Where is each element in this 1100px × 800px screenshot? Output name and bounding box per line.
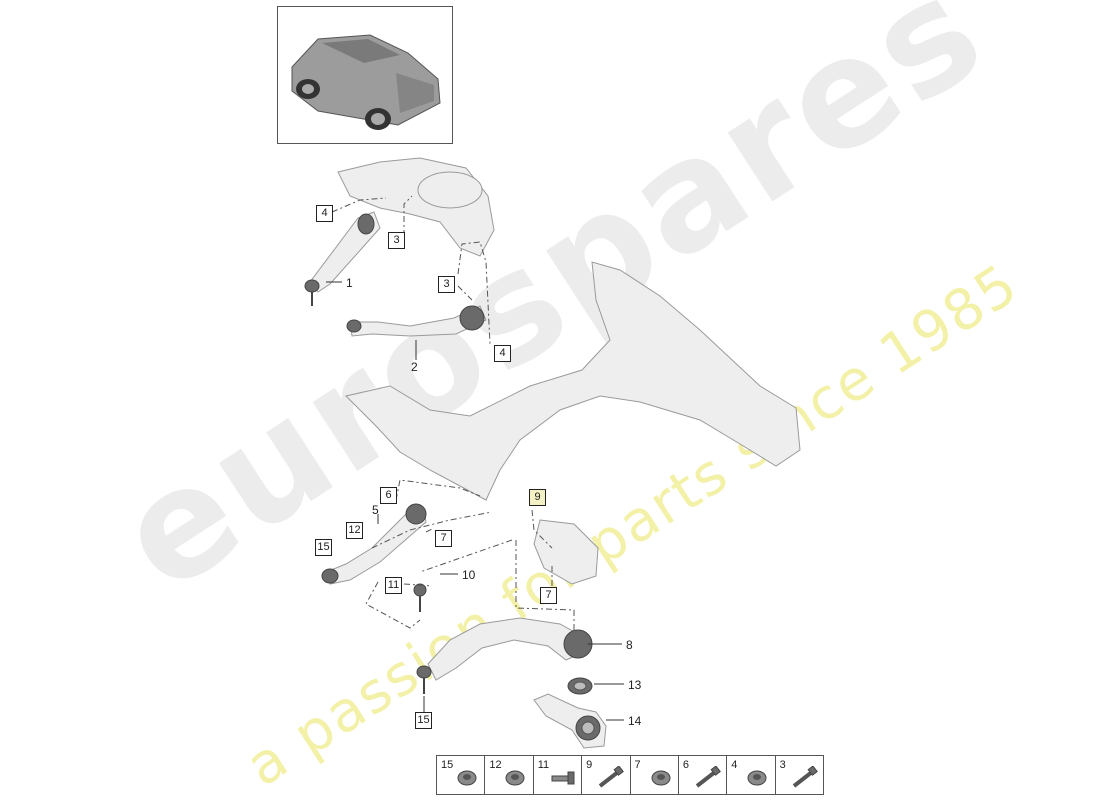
legend-cell: 7 <box>631 756 679 794</box>
legend-number: 6 <box>682 759 689 771</box>
nut-icon <box>505 770 525 786</box>
ref-box-7: 7 <box>435 530 452 547</box>
legend-number: 12 <box>489 759 502 771</box>
legend-number: 7 <box>634 759 641 771</box>
bolt-icon <box>598 766 625 788</box>
legend-cell: 9 <box>582 756 631 794</box>
subframe <box>345 261 801 501</box>
callout-14: 14 <box>628 714 642 728</box>
ref-box-4: 4 <box>316 205 333 222</box>
legend-cell: 11 <box>534 756 583 794</box>
ref-box-11: 11 <box>385 577 402 594</box>
legend-number: 9 <box>586 759 593 771</box>
callout-13: 13 <box>628 678 642 692</box>
callout-1: 1 <box>346 276 353 290</box>
vehicle-thumbnail <box>277 6 453 144</box>
nut-icon <box>651 770 670 786</box>
callout-8: 8 <box>626 638 633 652</box>
ref-box-6: 6 <box>380 487 397 504</box>
bolt-icon <box>551 771 575 785</box>
callout-10: 10 <box>462 568 476 582</box>
bolt-icon <box>695 766 721 788</box>
legend-number: 11 <box>537 759 550 771</box>
ref-box-12: 12 <box>346 522 363 539</box>
ref-box-7: 7 <box>540 587 557 604</box>
nut-icon <box>457 770 477 786</box>
legend-cell: 15 <box>437 756 486 794</box>
knuckle <box>533 519 599 585</box>
legend-number: 15 <box>441 759 454 771</box>
callout-5: 5 <box>372 503 379 517</box>
hardware-legend: 15 12 11 9 7 6 4 3 <box>436 755 824 795</box>
legend-cell: 3 <box>776 756 823 794</box>
legend-cell: 12 <box>485 756 534 794</box>
legend-cell: 6 <box>679 756 728 794</box>
ref-box-15: 15 <box>415 712 432 729</box>
ref-box-3: 3 <box>388 232 405 249</box>
nut-icon <box>747 770 767 786</box>
control-arm-2 <box>349 305 487 337</box>
ref-box-4: 4 <box>494 345 511 362</box>
legend-number: 4 <box>731 759 738 771</box>
legend-number: 3 <box>779 759 786 771</box>
legend-cell: 4 <box>727 756 776 794</box>
ref-box-15: 15 <box>315 539 332 556</box>
car-icon <box>291 34 441 130</box>
ref-box-3: 3 <box>438 276 455 293</box>
bolt-icon <box>792 766 818 788</box>
callout-2: 2 <box>411 360 418 374</box>
ref-box-9: 9 <box>529 489 546 506</box>
control-arm-8 <box>427 617 585 681</box>
